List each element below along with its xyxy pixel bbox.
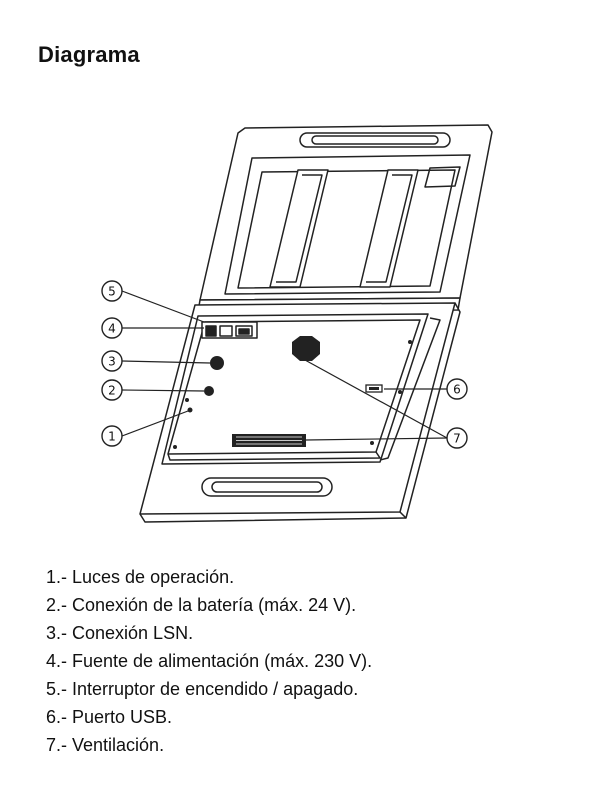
usb-port (365, 384, 383, 393)
legend-item: 4.- Fuente de alimentación (máx. 230 V). (46, 651, 373, 671)
callout-4: 4 (101, 317, 123, 339)
callout-2: 2 (101, 379, 123, 401)
legend-item: 5.- Interruptor de encendido / apagado. (46, 679, 359, 699)
lsn-connection (210, 356, 224, 370)
device-diagram: 5 4 3 2 1 6 7 (101, 124, 493, 523)
battery-connection (204, 386, 214, 396)
legend-item: 1.- Luces de operación. (46, 567, 235, 587)
page-title: Diagrama (38, 42, 140, 67)
circuit-board (167, 319, 421, 461)
device-base (139, 302, 461, 523)
legend-item: 6.- Puerto USB. (46, 707, 173, 727)
legend-list: 1.- Luces de operación. 2.- Conexión de … (46, 563, 372, 759)
legend-item: 2.- Conexión de la batería (máx. 24 V). (46, 595, 357, 615)
legend-item: 7.- Ventilación. (46, 735, 165, 755)
callout-5: 5 (101, 280, 123, 302)
svg-text:4: 4 (108, 322, 116, 336)
legend-item: 3.- Conexión LSN. (46, 623, 194, 643)
svg-text:2: 2 (108, 384, 116, 398)
ventilation-grille-round (292, 336, 320, 361)
svg-text:6: 6 (453, 383, 461, 397)
device-lid (199, 124, 493, 301)
callout-7: 7 (446, 427, 468, 449)
svg-text:5: 5 (108, 285, 116, 299)
callout-3: 3 (101, 350, 123, 372)
svg-text:3: 3 (108, 355, 116, 369)
callout-6: 6 (446, 378, 468, 400)
callout-1: 1 (101, 425, 123, 447)
operation-lights (187, 407, 193, 413)
ventilation-grille-bottom (232, 434, 306, 447)
svg-text:7: 7 (453, 432, 461, 446)
svg-text:1: 1 (108, 430, 116, 444)
